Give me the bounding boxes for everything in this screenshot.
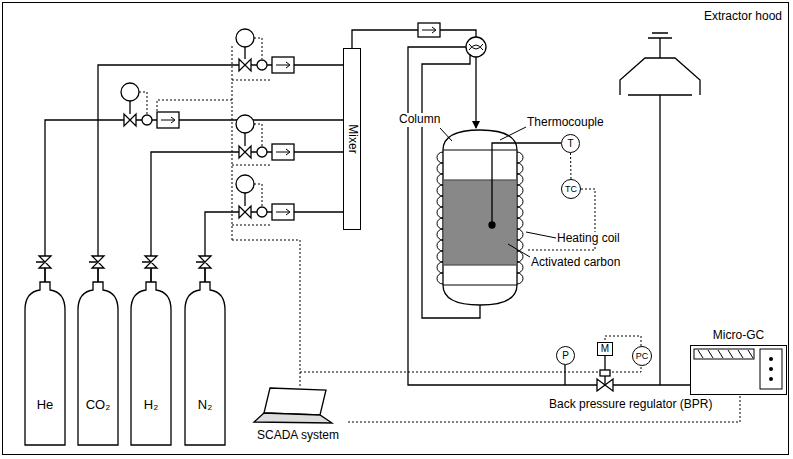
adsorption-column <box>443 130 517 305</box>
pressure-controller: PC <box>632 346 652 366</box>
outlet-line <box>613 95 690 385</box>
temperature-sensor: T <box>561 134 580 153</box>
check-valve <box>418 23 440 37</box>
gas-cylinder: He <box>25 282 65 445</box>
part-label: Thermocouple <box>526 116 605 130</box>
node-label: H₂ <box>144 398 158 413</box>
gas-line <box>98 65 343 282</box>
part-label: Heating coil <box>556 232 621 246</box>
node-label: CO₂ <box>86 398 111 413</box>
signal-line <box>348 395 740 422</box>
node-label: Micro-GC <box>713 329 764 343</box>
vent-slot <box>708 350 713 358</box>
laptop-icon <box>248 385 348 427</box>
vent-slot <box>738 350 743 358</box>
feed-line <box>352 30 476 48</box>
gc-knob <box>769 377 773 381</box>
column-inlet <box>475 57 476 128</box>
four-way-valve <box>466 37 486 57</box>
gas-line <box>205 212 343 282</box>
gas-line <box>151 152 343 282</box>
vent-slot <box>698 350 703 358</box>
leader-lines <box>440 127 556 257</box>
gc-knob <box>769 367 773 371</box>
extractor-hood <box>620 33 700 95</box>
node-label: He <box>37 398 54 413</box>
gas-mixer: Mixer <box>343 48 361 230</box>
control-signal-lines <box>157 45 641 388</box>
scada-laptop: SCADA system <box>248 385 348 445</box>
heating-coil <box>437 152 523 284</box>
node-label: N₂ <box>198 398 212 413</box>
node-label: T <box>567 138 573 150</box>
node-label: PC <box>636 351 649 361</box>
vent-slot <box>748 350 753 358</box>
hood-label: Extractor hood <box>703 10 783 24</box>
pressure-sensor: P <box>556 346 575 365</box>
temperature-controller: TC <box>561 179 581 199</box>
gas-cylinder: N₂ <box>185 282 225 445</box>
vent-slot <box>718 350 723 358</box>
cylinder-valves <box>36 256 211 282</box>
node-label: TC <box>565 184 577 194</box>
node-label: Mixer <box>345 124 359 153</box>
node-label: SCADA system <box>257 429 339 443</box>
gc-vent <box>694 349 754 359</box>
gc-panel <box>690 345 787 395</box>
gc-door <box>760 349 782 389</box>
motor-actuator: M <box>597 342 613 356</box>
bypass-line <box>408 47 597 385</box>
gas-line <box>45 120 343 282</box>
mass-flow-controllers <box>121 29 294 220</box>
laptop-screen <box>264 388 326 415</box>
gc-knob <box>769 357 773 361</box>
signal-line <box>570 153 572 179</box>
thermocouple-probe <box>492 143 561 225</box>
vent-slot <box>728 350 733 358</box>
laptop-base <box>254 413 332 423</box>
node-label: M <box>601 343 609 355</box>
part-label: Activated carbon <box>530 256 621 270</box>
gas-cylinder: CO₂ <box>78 282 118 445</box>
micro-gc: Micro-GC <box>690 345 787 395</box>
part-label: Column <box>398 113 441 127</box>
gas-cylinder: H₂ <box>131 282 171 445</box>
gas-cylinders <box>25 282 225 445</box>
part-label: Back pressure regulator (BPR) <box>548 398 713 412</box>
node-label: P <box>562 350 569 362</box>
